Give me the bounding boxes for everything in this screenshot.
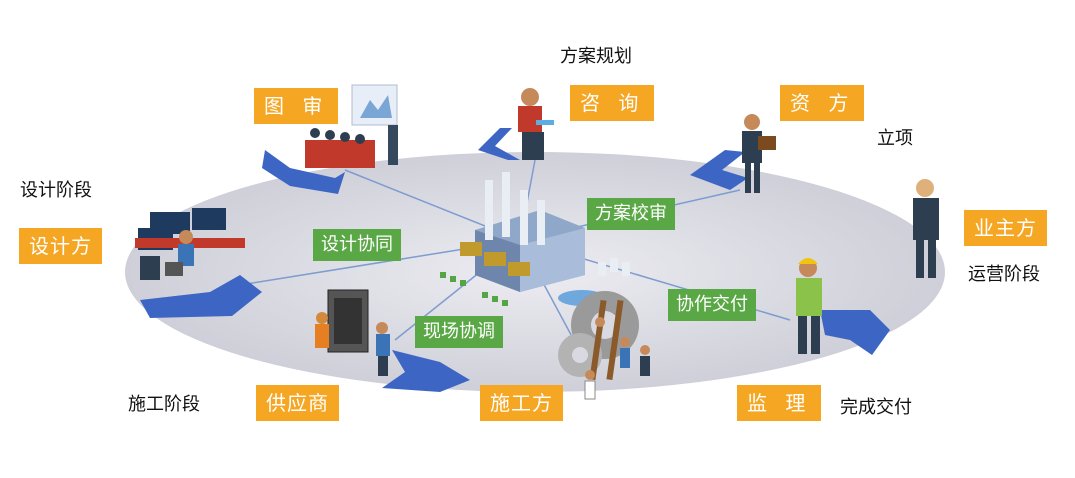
phase-label-design: 设计阶段 bbox=[20, 180, 92, 201]
role-label-supplier: 供应商 bbox=[256, 385, 339, 421]
role-label-consult: 咨 询 bbox=[570, 85, 655, 121]
phase-label-deliver: 完成交付 bbox=[840, 397, 912, 418]
role-label-owner: 业主方 bbox=[964, 210, 1047, 246]
review-meeting-figure bbox=[305, 84, 398, 168]
flow-arrows bbox=[140, 128, 890, 392]
activity-label-design-collab: 设计协同 bbox=[313, 229, 401, 261]
supervisor-figure bbox=[796, 258, 822, 354]
activity-label-scheme-review: 方案校审 bbox=[587, 198, 675, 230]
investor-figure bbox=[742, 114, 776, 193]
factory-icon bbox=[440, 172, 630, 306]
arrow-right bbox=[820, 310, 890, 355]
role-label-builder: 施工方 bbox=[480, 385, 563, 421]
arrow-bottom-left bbox=[382, 350, 470, 392]
role-label-invest: 资 方 bbox=[780, 85, 865, 121]
arrow-top-left bbox=[262, 150, 345, 194]
phase-label-plan: 方案规划 bbox=[560, 46, 632, 67]
role-label-review: 图 审 bbox=[254, 88, 339, 124]
owner-figure bbox=[913, 179, 939, 278]
phase-label-operate: 运营阶段 bbox=[968, 264, 1040, 285]
role-label-supervise: 监 理 bbox=[737, 385, 822, 421]
activity-label-work-handover: 协作交付 bbox=[668, 289, 756, 321]
consultant-figure bbox=[518, 88, 554, 160]
arrow-top-center bbox=[478, 128, 520, 160]
arrow-left bbox=[140, 275, 262, 318]
phase-label-construct: 施工阶段 bbox=[128, 394, 200, 415]
arrow-top-right bbox=[690, 150, 748, 190]
supplier-figure bbox=[315, 289, 390, 376]
designer-workstation-figure bbox=[135, 208, 245, 280]
activity-label-site-coord: 现场协调 bbox=[415, 316, 503, 348]
phase-label-setup: 立项 bbox=[877, 128, 913, 149]
role-label-designer: 设计方 bbox=[19, 228, 102, 264]
site-workers-figure bbox=[584, 317, 650, 400]
